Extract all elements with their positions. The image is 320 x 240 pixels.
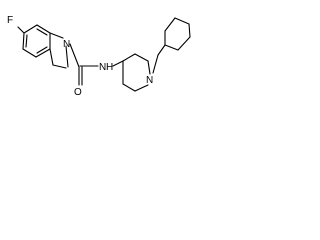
bond-five-ring-3 xyxy=(52,64,67,69)
bond-five-ring-4 xyxy=(65,45,69,68)
piperidine-nitrogen-label: N xyxy=(146,75,153,86)
bond-cyc-3 xyxy=(174,17,190,25)
bond-ring-3-inner xyxy=(36,46,48,54)
bond-ring-3 xyxy=(35,48,51,58)
bond-pip-3 xyxy=(147,60,151,75)
bond-n-carbonyl xyxy=(69,43,80,68)
bond-nh-ch xyxy=(112,60,124,67)
bond-five-ring-2 xyxy=(49,48,54,66)
bond-pip-5 xyxy=(122,83,136,92)
bond-five-ring-1 xyxy=(49,32,64,39)
bond-pip-4 xyxy=(134,84,149,92)
bond-ring-1 xyxy=(22,32,25,50)
bond-cyc-5 xyxy=(177,36,191,51)
bond-c-f xyxy=(17,26,25,34)
carbonyl-oxygen-label: O xyxy=(74,87,82,98)
bond-cyc-2 xyxy=(164,17,176,32)
fluorine-label: F xyxy=(7,15,13,26)
bond-ring-5 xyxy=(36,24,51,34)
bond-ring-6 xyxy=(23,24,38,34)
bond-pip-2 xyxy=(134,53,149,62)
bond-ring-5-inner xyxy=(36,28,48,36)
amide-nitrogen-label: N xyxy=(99,62,106,73)
bond-ch2-cyclohexyl xyxy=(157,44,166,56)
bond-cyc-4 xyxy=(188,23,191,38)
bond-ring-1-inner xyxy=(25,34,28,48)
ring-nitrogen-label: N xyxy=(63,39,70,50)
bond-cyc-6 xyxy=(164,44,179,51)
bond-pip-1 xyxy=(122,53,136,62)
bond-n-ch2 xyxy=(152,54,159,74)
amide-hydrogen-label: H xyxy=(106,62,113,73)
bond-ring-2 xyxy=(22,48,37,58)
molecule-diagram: F N O N H N xyxy=(7,15,191,98)
